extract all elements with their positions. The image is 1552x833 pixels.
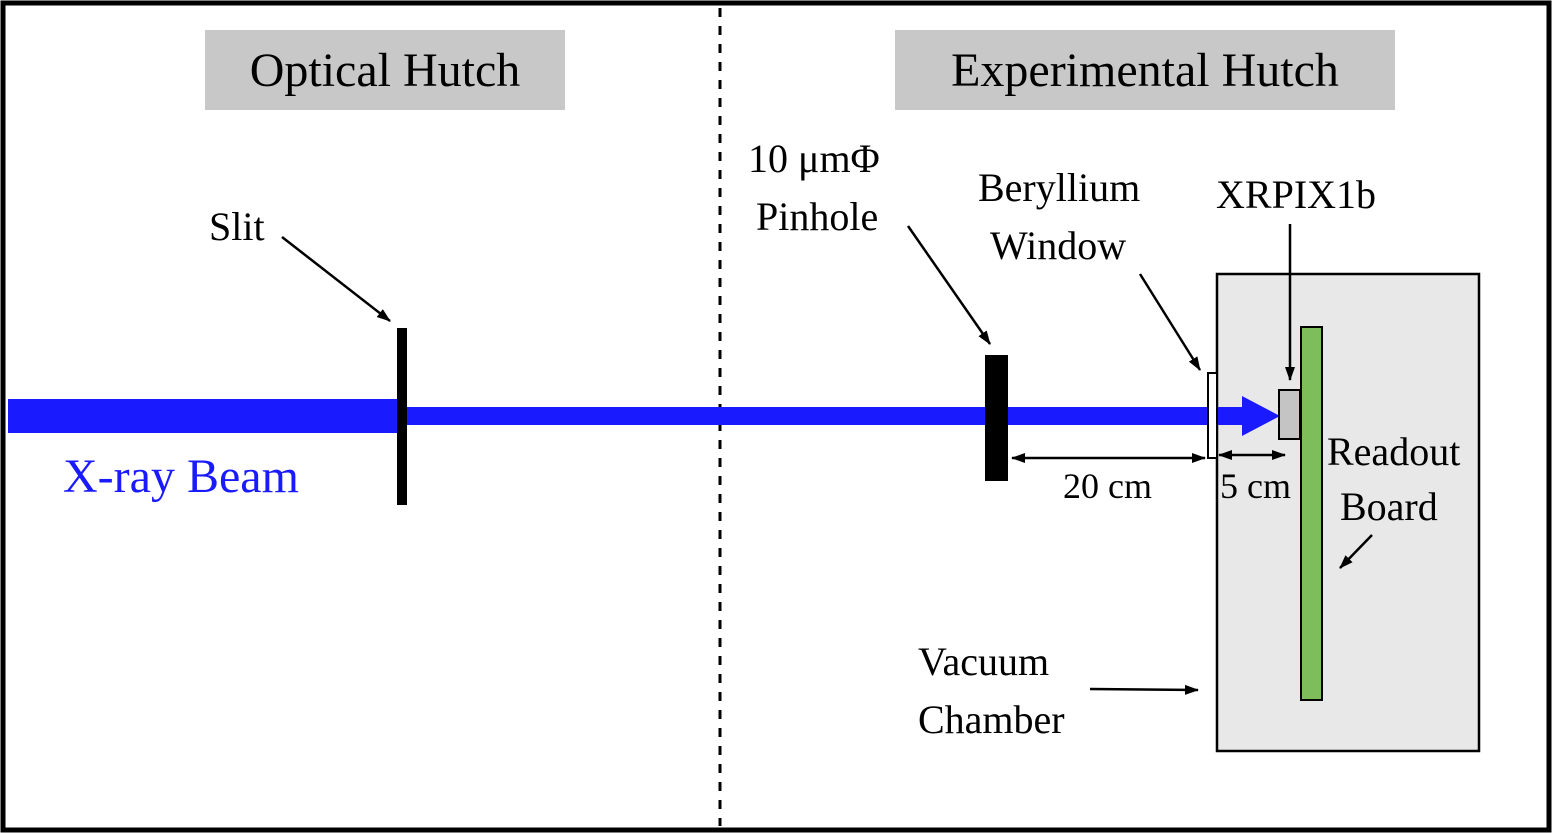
window-label: Window — [990, 223, 1126, 268]
readout-label: Readout — [1327, 429, 1460, 474]
experimental-hutch-box — [895, 30, 1395, 110]
chamber-pointer-arrow — [1089, 684, 1199, 695]
xray-beam-narrow — [403, 407, 1245, 425]
slit-pointer-arrow — [281, 236, 391, 322]
optical-hutch-label: Optical Hutch — [250, 44, 521, 97]
beryllium-label: Beryllium — [978, 165, 1140, 210]
xray-beam-arrowhead — [1242, 396, 1280, 436]
vacuum-label: Vacuum — [918, 639, 1049, 684]
distance-5cm-label: 5 cm — [1220, 466, 1291, 506]
xray-beam-label: X-ray Beam — [63, 450, 299, 503]
pinhole-size-label: 10 μmΦ — [748, 136, 880, 181]
optical-hutch-box — [205, 30, 565, 110]
xrpix-sensor — [1278, 389, 1301, 440]
experimental-hutch-label: Experimental Hutch — [951, 44, 1339, 97]
board-label: Board — [1340, 484, 1438, 529]
readout-pointer-arrow — [1339, 534, 1373, 569]
pinhole-plate — [985, 355, 1008, 481]
beryllium-pointer-arrow — [1138, 273, 1202, 371]
beryllium-window — [1207, 372, 1218, 459]
pinhole-pointer-arrow — [906, 225, 992, 345]
readout-board — [1300, 326, 1323, 701]
slit-plate — [397, 328, 407, 505]
distance-20cm-label: 20 cm — [1063, 466, 1152, 506]
vacuum-chamber — [1215, 272, 1481, 753]
xrpix-label: XRPIX1b — [1216, 172, 1376, 217]
pinhole-label: Pinhole — [756, 194, 878, 239]
chamber-label: Chamber — [918, 697, 1065, 742]
slit-label: Slit — [209, 204, 265, 249]
xray-beam-wide — [8, 399, 403, 433]
